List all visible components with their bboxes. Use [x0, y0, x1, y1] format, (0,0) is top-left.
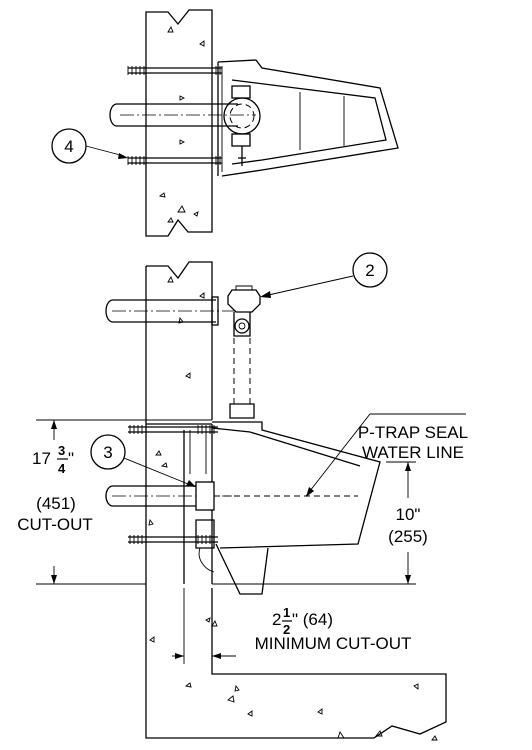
main-wall-section [145, 261, 213, 584]
depth-mm: (255) [388, 527, 428, 546]
callout-2-number: 2 [365, 261, 374, 280]
width-numerator: 1 [283, 605, 290, 620]
dimension-cutout-height [36, 419, 212, 585]
callout-4: 4 [51, 128, 128, 164]
top-supply-pipe [109, 103, 256, 127]
top-bolt-upper [127, 65, 222, 76]
depth-inches: 10" [396, 505, 421, 524]
width-rest: " (64) [292, 610, 333, 629]
callout-4-number: 4 [64, 137, 73, 156]
height-cutout-caption: CUT-OUT [17, 515, 93, 534]
main-upper-pipe [105, 296, 236, 326]
top-bolt-lower [127, 155, 222, 166]
floor-section [145, 450, 447, 741]
dimension-min-cutout [172, 588, 236, 664]
dimension-depth: 10" (255) [212, 461, 428, 585]
callout-3-number: 3 [103, 443, 112, 462]
width-denominator: 2 [283, 622, 290, 637]
wall-cutout [146, 423, 213, 584]
urinal-body [195, 421, 381, 595]
flush-valve [227, 285, 261, 419]
width-whole: 2 [272, 610, 281, 629]
height-denominator: 4 [58, 461, 66, 476]
height-numerator: 3 [58, 443, 65, 458]
outlet-pipe [105, 481, 232, 511]
width-caption: MINIMUM CUT-OUT [255, 634, 412, 653]
ptrap-label: P-TRAP SEAL WATER LINE [305, 413, 468, 497]
top-wall-section [145, 9, 213, 237]
callout-2: 2 [260, 252, 388, 298]
hanger-bolt-lower [128, 535, 218, 544]
callout-3: 3 [90, 434, 196, 487]
min-cutout-label: 2 1 2 " (64) MINIMUM CUT-OUT [255, 605, 412, 653]
height-inch-mark: " [68, 449, 74, 468]
ptrap-label-line2: WATER LINE [362, 443, 464, 462]
hanger-bolt-upper [128, 425, 218, 434]
carrier-bracket [217, 59, 399, 177]
height-whole: 17 [32, 449, 51, 468]
height-mm: (451) [36, 494, 76, 513]
ptrap-label-line1: P-TRAP SEAL [358, 423, 468, 442]
cutout-height-label: 17 3 4 " (451) CUT-OUT [17, 443, 93, 534]
